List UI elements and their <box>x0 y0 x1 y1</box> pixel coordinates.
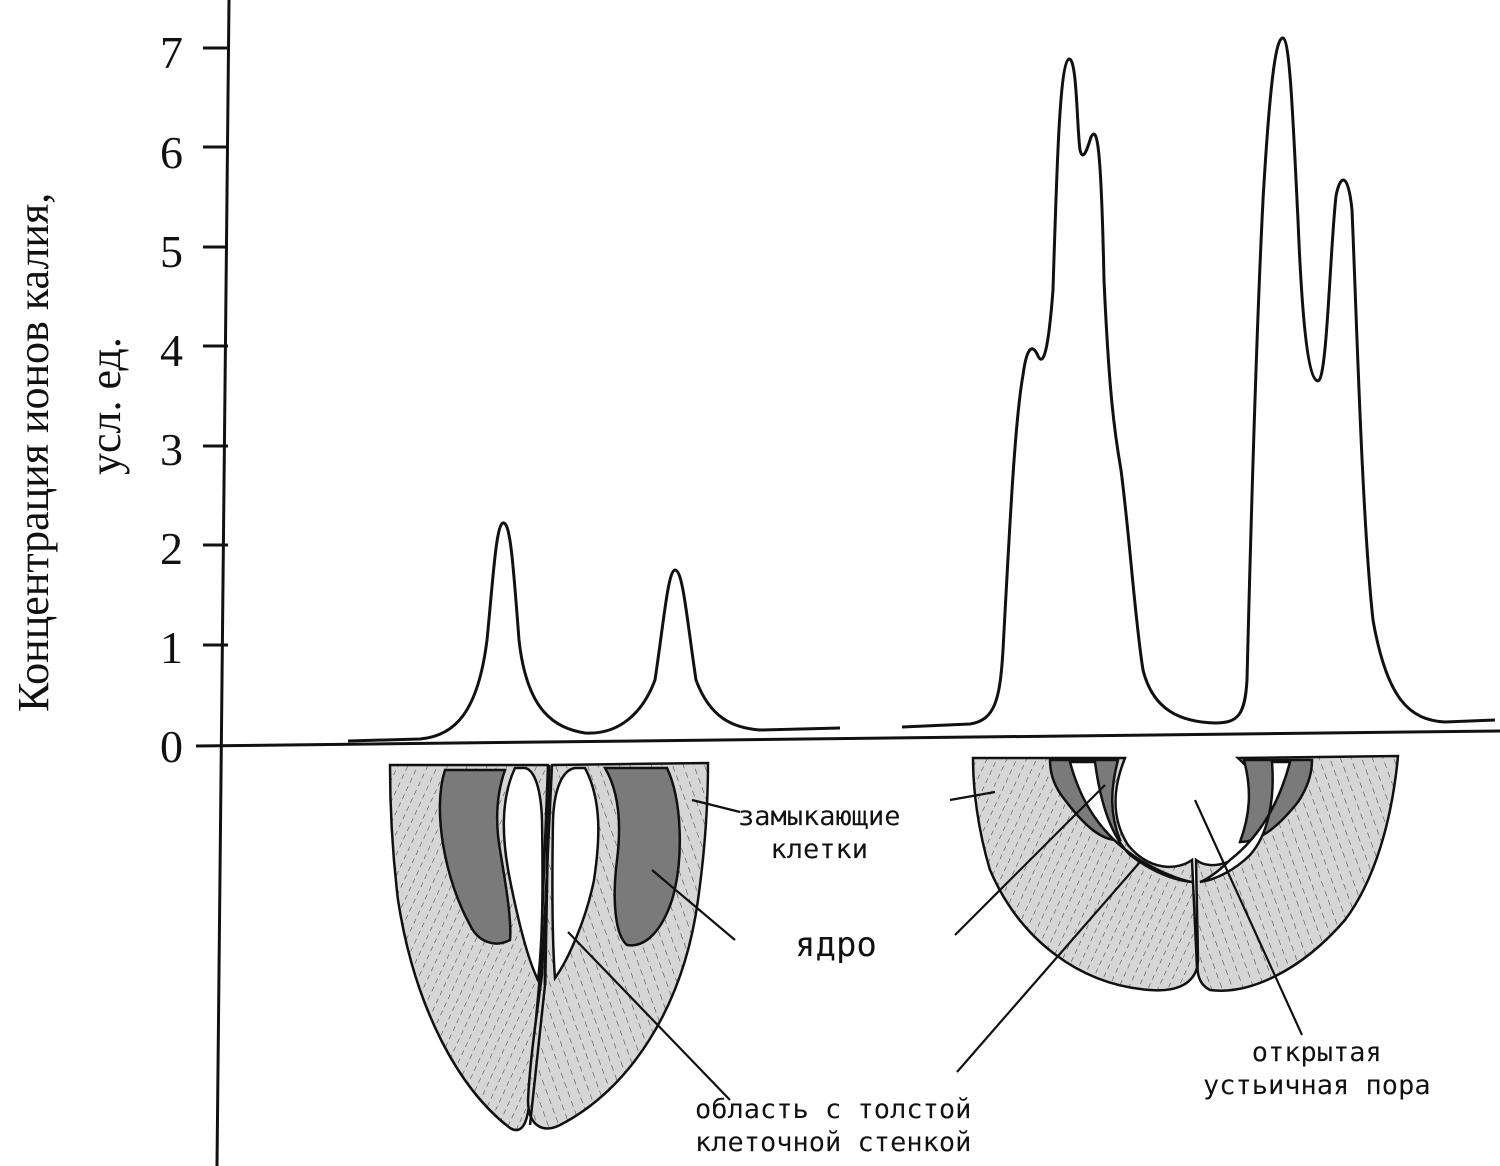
y-axis-line <box>215 0 231 1166</box>
curve-closed-stoma <box>347 521 841 743</box>
label-thick-wall: область с толстой клеточной стенкой <box>695 1093 971 1159</box>
label-thick-wall-line2: клеточной стенкой <box>695 1127 972 1158</box>
y-ticks <box>203 46 228 647</box>
curve-open-stoma <box>901 36 1496 729</box>
label-open-pore: открытая устьичная пора <box>1203 1036 1431 1102</box>
label-nucleus: ядро <box>795 925 877 965</box>
leader-lines <box>567 784 1304 1101</box>
y-tick-1: 1 <box>160 622 183 673</box>
y-tick-3: 3 <box>160 424 183 475</box>
closed-stoma-illustration <box>388 761 710 1132</box>
open-stoma-illustration <box>971 754 1400 992</box>
y-tick-2: 2 <box>160 523 183 574</box>
y-tick-6: 6 <box>160 127 183 178</box>
y-tick-4: 4 <box>160 325 183 376</box>
y-tick-0: 0 <box>160 721 183 772</box>
y-tick-5: 5 <box>160 226 183 277</box>
label-thick-wall-line1: область с толстой <box>695 1094 972 1125</box>
label-open-pore-line2: устьичная пора <box>1203 1070 1431 1101</box>
label-open-pore-line1: открытая <box>1251 1037 1382 1068</box>
y-tick-7: 7 <box>160 27 183 78</box>
x-axis-line <box>195 729 1500 748</box>
label-guard-cells-line2: клетки <box>770 834 869 865</box>
label-guard-cells-line1: замыкающие <box>738 801 901 832</box>
label-guard-cells: замыкающие клетки <box>738 800 901 866</box>
